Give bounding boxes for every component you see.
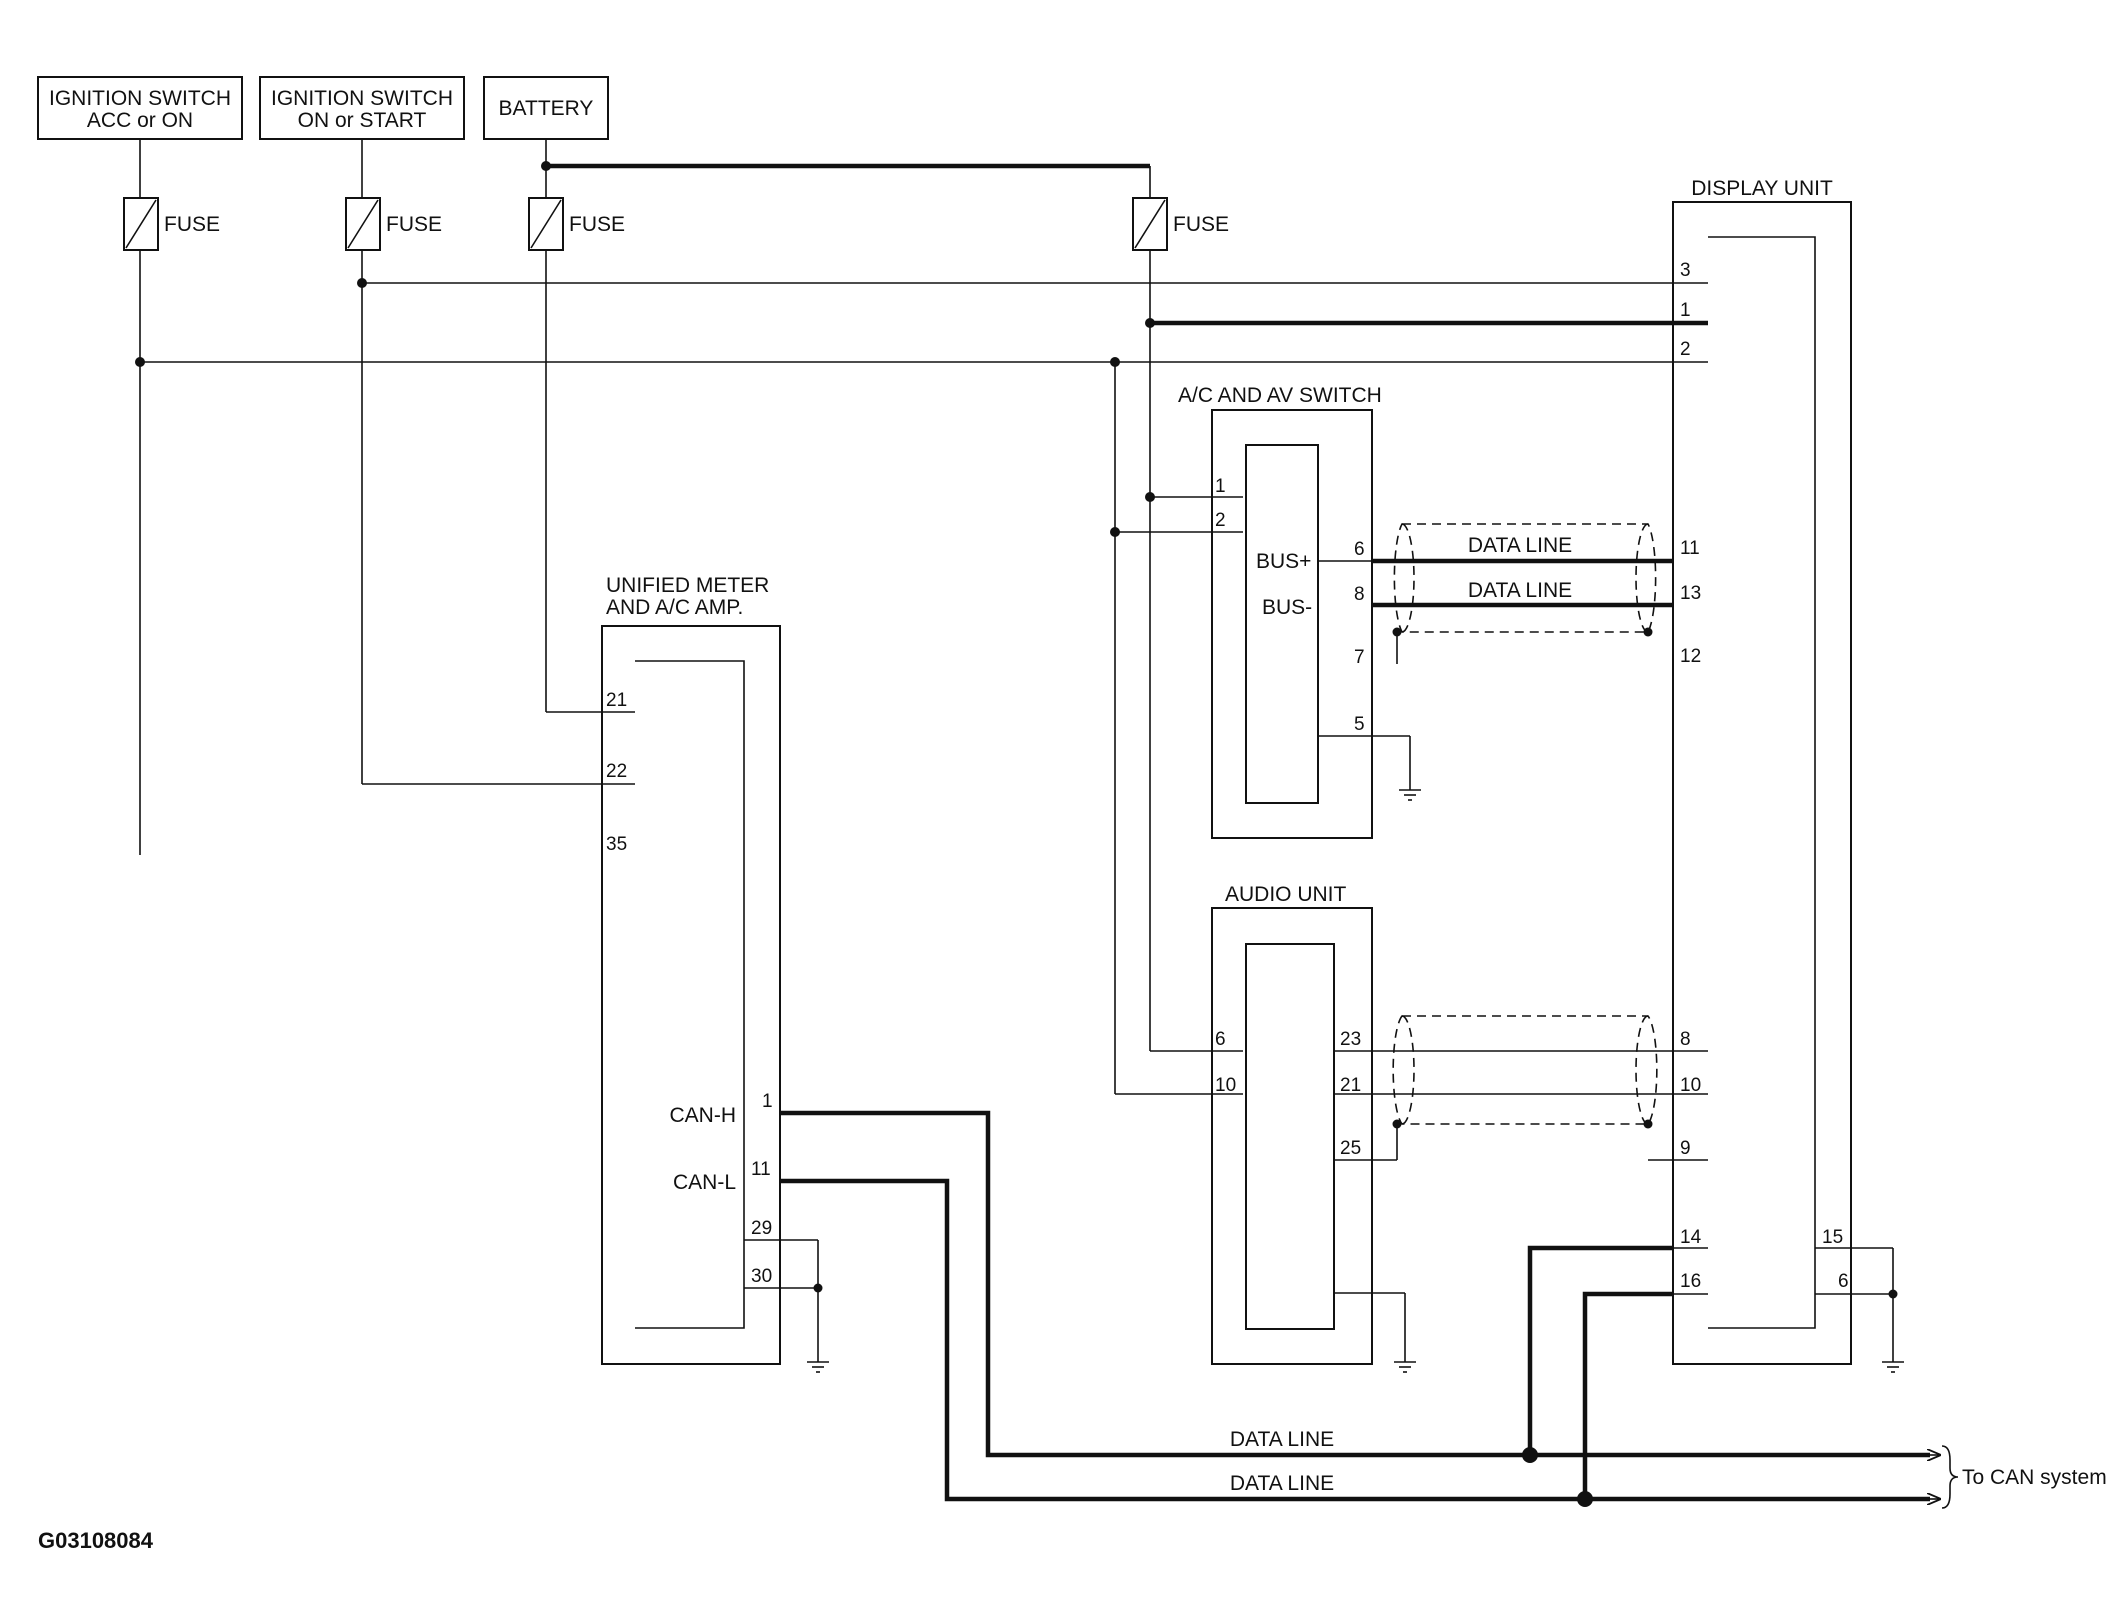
battery-label: BATTERY: [499, 97, 594, 120]
fuse-label: FUSE: [569, 213, 625, 236]
pin-label: 22: [606, 761, 627, 782]
pin-label: 15: [1822, 1227, 1843, 1248]
can-bus-lines: DATA LINE DATA LINE To CAN system: [780, 1110, 2107, 1509]
av-switch-data-lines: DATA LINE DATA LINE: [1372, 523, 1673, 664]
can-l-label: CAN-L: [673, 1171, 736, 1194]
pin-label: 6: [1354, 539, 1365, 560]
pin-label: 8: [1680, 1029, 1691, 1050]
power-wiring: [135, 139, 1708, 1095]
ac-av-switch: A/C AND AV SWITCH 1 2 6 8 7 5 BUS+ BUS-: [1178, 384, 1422, 839]
pin-label: 6: [1838, 1271, 1849, 1292]
data-line-label: DATA LINE: [1468, 534, 1572, 557]
fuse-battery-meter: FUSE: [528, 197, 625, 251]
ignition-start-label-line1: IGNITION SWITCH: [271, 87, 453, 110]
unified-meter-ac-amp: UNIFIED METER AND A/C AMP. 21 22 35 1 11…: [601, 574, 830, 1373]
ignition-switch-start-source: IGNITION SWITCH ON or START: [259, 76, 465, 140]
data-line-label: DATA LINE: [1468, 579, 1572, 602]
fuse-ignition-start: FUSE: [345, 197, 442, 251]
ignition-start-label-line2: ON or START: [298, 109, 427, 132]
pin-label: 14: [1680, 1227, 1702, 1248]
pin-label: 35: [606, 834, 627, 855]
ignition-acc-label-line1: IGNITION SWITCH: [49, 87, 231, 110]
pin-label: 5: [1354, 714, 1365, 735]
ac-av-switch-title: A/C AND AV SWITCH: [1178, 384, 1382, 407]
audio-signal-lines: [1334, 1015, 1708, 1161]
meter-title-line1: UNIFIED METER: [606, 574, 769, 597]
fuse-label: FUSE: [386, 213, 442, 236]
pin-label: 29: [751, 1218, 772, 1239]
audio-unit: AUDIO UNIT 6 10 23 21 25: [1211, 883, 1417, 1373]
display-unit: DISPLAY UNIT 3 1 2 11 13 12 8 10 9 14 16…: [1648, 177, 1905, 1373]
ignition-switch-acc-source: IGNITION SWITCH ACC or ON: [37, 76, 243, 140]
pin-label: 16: [1680, 1271, 1701, 1292]
pin-label: 8: [1354, 584, 1365, 605]
pin-label: 21: [1340, 1075, 1361, 1096]
pin-label: 12: [1680, 646, 1701, 667]
pin-label: 6: [1215, 1029, 1226, 1050]
display-unit-title: DISPLAY UNIT: [1691, 177, 1833, 200]
ignition-acc-label-line2: ACC or ON: [87, 109, 193, 132]
pin-label: 1: [762, 1091, 773, 1112]
audio-unit-title: AUDIO UNIT: [1225, 883, 1347, 906]
pin-label: 10: [1680, 1075, 1701, 1096]
bus-plus-label: BUS+: [1256, 550, 1311, 573]
pin-label: 2: [1680, 339, 1691, 360]
fuse-label: FUSE: [164, 213, 220, 236]
pin-label: 13: [1680, 583, 1701, 604]
pin-label: 25: [1340, 1138, 1361, 1159]
pin-label: 1: [1215, 476, 1226, 497]
pin-label: 11: [1680, 538, 1700, 559]
pin-label: 30: [751, 1266, 772, 1287]
data-line-label: DATA LINE: [1230, 1428, 1334, 1451]
fuse-ignition-acc: FUSE: [123, 197, 220, 251]
pin-label: 2: [1215, 510, 1226, 531]
fuse-label: FUSE: [1173, 213, 1229, 236]
fuse-battery-display: FUSE: [1132, 197, 1229, 251]
pin-label: 7: [1354, 647, 1365, 668]
pin-label: 1: [1680, 300, 1691, 321]
pin-label: 11: [751, 1159, 771, 1180]
pin-label: 3: [1680, 260, 1691, 281]
pin-label: 9: [1680, 1138, 1691, 1159]
meter-title-line2: AND A/C AMP.: [606, 596, 743, 619]
can-h-label: CAN-H: [670, 1104, 737, 1127]
pin-label: 23: [1340, 1029, 1361, 1050]
data-line-label: DATA LINE: [1230, 1472, 1334, 1495]
pin-label: 10: [1215, 1075, 1236, 1096]
can-destination-label: To CAN system: [1962, 1466, 2107, 1489]
figure-id: G03108084: [38, 1528, 154, 1553]
battery-source: BATTERY: [483, 76, 609, 140]
pin-label: 21: [606, 690, 627, 711]
bus-minus-label: BUS-: [1262, 596, 1312, 619]
